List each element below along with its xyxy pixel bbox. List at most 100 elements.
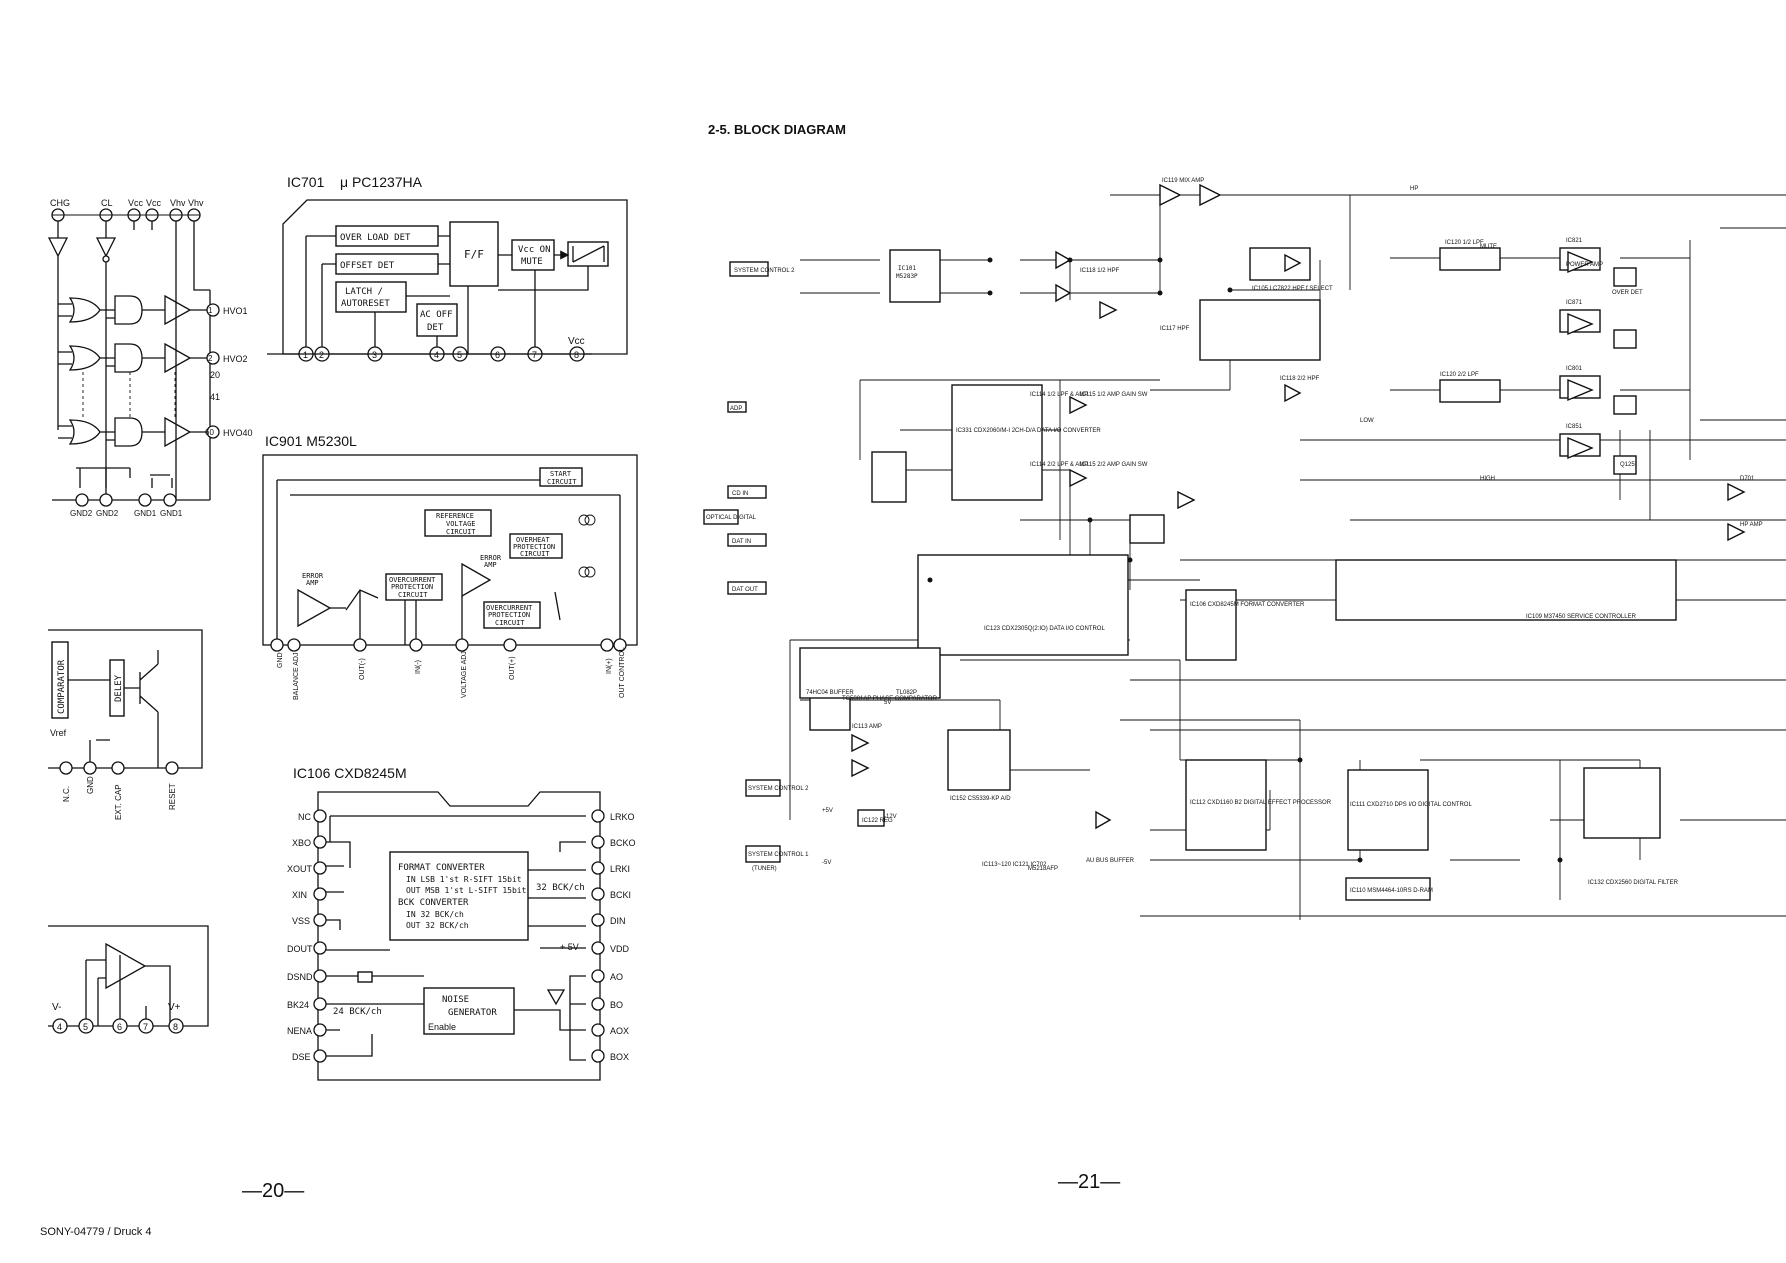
svg-text:AC OFF: AC OFF	[420, 310, 453, 320]
svg-text:8: 8	[173, 1022, 178, 1032]
pin-41: 41	[210, 392, 220, 402]
svg-text:LRKI: LRKI	[610, 864, 630, 874]
svg-text:5: 5	[83, 1022, 88, 1032]
svg-text:OVER DET: OVER DET	[1612, 290, 1643, 296]
svg-text:7: 7	[532, 350, 537, 360]
svg-text:HP AMP: HP AMP	[1740, 522, 1763, 528]
svg-text:BO: BO	[610, 1000, 623, 1010]
svg-text:N.C.: N.C.	[62, 786, 71, 802]
svg-text:IC111 CXD2710 DPS I/O DIGITAL: IC111 CXD2710 DPS I/O DIGITAL CONTROL	[1350, 802, 1472, 808]
ic701-vcc-label: Vcc	[568, 336, 585, 347]
svg-text:VOLTAGE: VOLTAGE	[446, 520, 476, 528]
ff-box	[449, 221, 499, 287]
svg-text:NOISE: NOISE	[442, 995, 469, 1005]
svg-text:IN(-): IN(-)	[415, 660, 422, 674]
svg-text:IC114 2/2 LPF & AMP: IC114 2/2 LPF & AMP	[1030, 462, 1088, 468]
ac-off-det-box	[416, 303, 458, 337]
vminus-label: V-	[52, 1002, 61, 1013]
ic701-title: IC701	[287, 174, 325, 190]
svg-text:BALANCE ADJ: BALANCE ADJ	[293, 653, 300, 700]
svg-text:OVERHEAT: OVERHEAT	[516, 536, 551, 544]
svg-text:SYSTEM CONTROL 2: SYSTEM CONTROL 2	[748, 786, 809, 792]
pin-label-vhv1: Vhv	[170, 198, 186, 208]
page-number-left: —20—	[242, 1180, 304, 1202]
svg-text:74HC04 BUFFER: 74HC04 BUFFER	[806, 690, 854, 696]
gate-row-3	[58, 416, 210, 448]
svg-text:BCK CONVERTER: BCK CONVERTER	[398, 898, 469, 908]
svg-text:DELEY: DELEY	[114, 674, 124, 702]
svg-text:IC120 1/2 LPF: IC120 1/2 LPF	[1445, 240, 1484, 246]
overcurrent-right-box	[483, 601, 541, 629]
ic122-block	[857, 809, 885, 827]
svg-text:RESET: RESET	[168, 783, 177, 810]
svg-text:IC106 CXD8245M FORMAT CONVERTE: IC106 CXD8245M FORMAT CONVERTER	[1190, 602, 1305, 608]
svg-text:DSND: DSND	[287, 972, 313, 982]
svg-text:IC132 CDX2560 DIGITAL FILTER: IC132 CDX2560 DIGITAL FILTER	[1588, 880, 1679, 886]
comparator-ic: COMPARATOR DELEY Vref N.C. GND EXT. CAP …	[48, 629, 203, 820]
buffer-comparator-block	[799, 647, 941, 699]
svg-text:IC117 HPF: IC117 HPF	[1160, 326, 1190, 332]
svg-text:NENA: NENA	[287, 1026, 312, 1036]
svg-text:BOX: BOX	[610, 1052, 629, 1062]
svg-text:IC119 MIX AMP: IC119 MIX AMP	[1162, 178, 1204, 184]
svg-text:AO: AO	[610, 972, 623, 982]
svg-text:BCKO: BCKO	[610, 838, 636, 848]
pin-label-gnd1a: GND1	[134, 509, 157, 518]
pin-label-gnd2b: GND2	[96, 509, 119, 518]
svg-text:IC118 2/2 HPF: IC118 2/2 HPF	[1280, 376, 1320, 382]
svg-text:IC821: IC821	[1566, 238, 1583, 244]
svg-text:DET: DET	[427, 323, 444, 333]
ic152-block	[947, 729, 1011, 791]
vref-label: Vref	[50, 728, 67, 738]
ic105-block	[1249, 247, 1311, 281]
svg-text:AU BUS BUFFER: AU BUS BUFFER	[1086, 858, 1135, 864]
svg-text:CIRCUIT: CIRCUIT	[398, 591, 428, 599]
svg-text:ERROR: ERROR	[302, 572, 324, 580]
svg-text:MUTE: MUTE	[1480, 244, 1497, 250]
pin-20: 20	[210, 370, 220, 380]
svg-text:IC105 LC7822 HPF f SELECT: IC105 LC7822 HPF f SELECT	[1252, 286, 1333, 292]
pin-label-vhv2: Vhv	[188, 198, 204, 208]
svg-text:-12V: -12V	[884, 814, 897, 820]
svg-text:OUT(+): OUT(+)	[509, 656, 516, 680]
svg-text:AMP: AMP	[484, 561, 497, 569]
ic101-block	[889, 249, 941, 303]
reference-voltage-box	[424, 509, 492, 537]
svg-text:CD IN: CD IN	[732, 491, 748, 497]
svg-text:IC801: IC801	[1566, 366, 1583, 372]
svg-text:4: 4	[434, 350, 439, 360]
plus5v-label: + 5V	[560, 942, 579, 952]
svg-text:7: 7	[143, 1022, 148, 1032]
svg-text:DAT IN: DAT IN	[732, 539, 751, 545]
svg-text:OUT CONTROL: OUT CONTROL	[619, 647, 626, 698]
svg-text:IC110 MSM4464-10RS D-RAM: IC110 MSM4464-10RS D-RAM	[1350, 888, 1433, 894]
main-block-diagram: 2-5. BLOCK DIAGRAM IC101 M5283P	[703, 122, 1786, 920]
svg-text:IC115 1/2 AMP GAIN SW: IC115 1/2 AMP GAIN SW	[1080, 392, 1148, 398]
latch-autoreset-box	[335, 281, 407, 313]
svg-text:IC331 CDX2060/M-I 2CH-D/A DATA: IC331 CDX2060/M-I 2CH-D/A DATA I/O CONVE…	[956, 428, 1101, 434]
svg-text:MUTE: MUTE	[521, 257, 543, 267]
svg-text:GENERATOR: GENERATOR	[448, 1008, 497, 1018]
svg-text:OUT(-): OUT(-)	[359, 658, 366, 680]
svg-text:PROTECTION: PROTECTION	[513, 543, 555, 551]
svg-text:+5V: +5V	[822, 808, 833, 814]
svg-text:LOW: LOW	[1360, 418, 1374, 424]
ic106-left-pins	[313, 809, 327, 1063]
svg-text:CIRCUIT: CIRCUIT	[495, 619, 525, 627]
offset-det-label: OFFSET DET	[340, 261, 395, 271]
ic111-block	[1347, 769, 1429, 851]
svg-text:IC152 CS5339-KP A/D: IC152 CS5339-KP A/D	[950, 796, 1011, 802]
svg-text:4: 4	[57, 1022, 62, 1032]
ic106-title: IC106 CXD8245M	[293, 765, 407, 781]
svg-text:VOLTAGE ADJ: VOLTAGE ADJ	[461, 651, 468, 698]
svg-text:LRKO: LRKO	[610, 812, 635, 822]
svg-text:DOUT: DOUT	[287, 944, 313, 954]
ic116-block	[1129, 514, 1165, 544]
svg-text:DAT OUT: DAT OUT	[732, 587, 758, 593]
svg-text:IC113 AMP: IC113 AMP	[852, 724, 882, 730]
svg-text:AUTORESET: AUTORESET	[341, 299, 390, 309]
svg-text:NC: NC	[298, 812, 311, 822]
pin-label-vcc2: Vcc	[146, 198, 162, 208]
pin-label-chg: CHG	[50, 198, 70, 208]
gate-row-2	[58, 342, 210, 374]
